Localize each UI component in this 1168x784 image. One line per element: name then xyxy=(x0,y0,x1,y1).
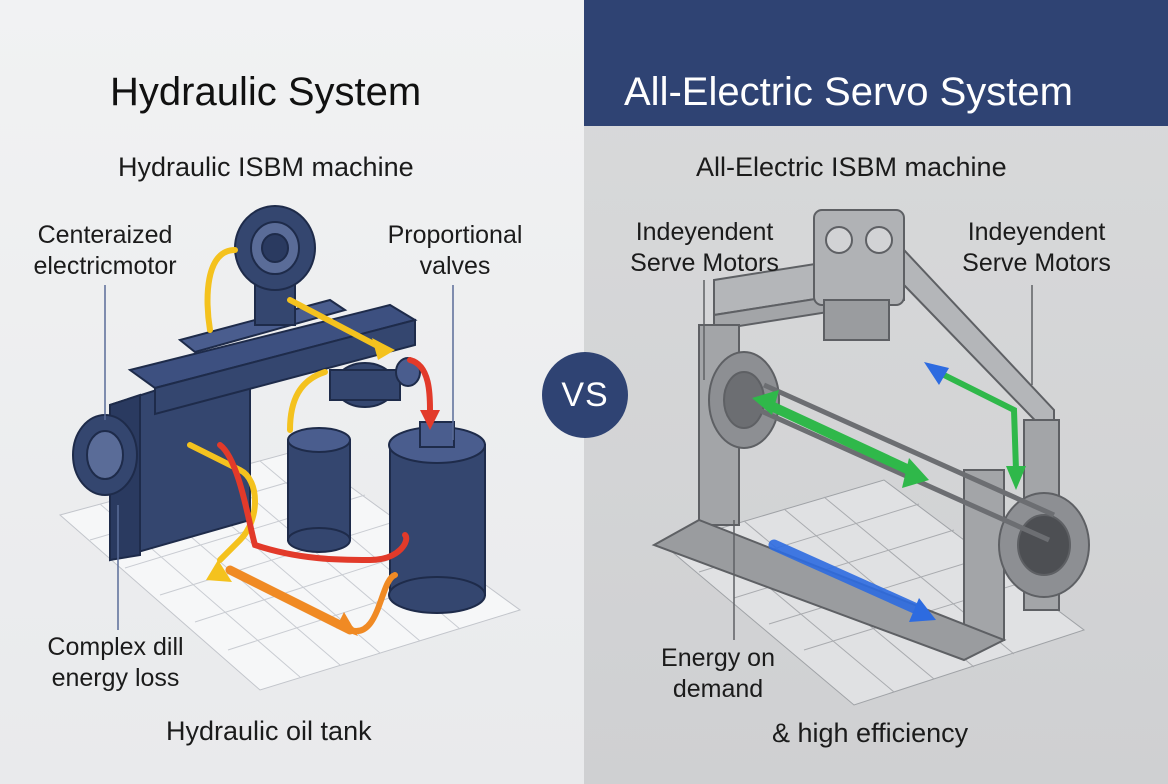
loss-label-line-2: energy loss xyxy=(51,664,180,692)
ball-screws xyxy=(757,382,1056,543)
servo-left-line-2: Serve Motors xyxy=(630,249,779,277)
valves-label-line-2: valves xyxy=(419,252,491,280)
servo-right-line-1: Indeyendent xyxy=(967,218,1106,246)
hydraulic-flow-arrows xyxy=(187,247,433,635)
servo-machine-frame xyxy=(651,209,1090,662)
energy-loss-label: Complex dill energy loss xyxy=(38,632,193,694)
motor-label: Centeraized electricmotor xyxy=(30,220,180,282)
loss-label-line-1: Complex dill xyxy=(47,633,184,661)
vs-badge: VS xyxy=(542,352,628,438)
hydraulic-tanks xyxy=(287,421,486,614)
leader-lines xyxy=(703,280,1033,640)
hydraulic-title: Hydraulic System xyxy=(110,70,422,114)
servo-motors-right-label: Indeyendent Serve Motors xyxy=(954,217,1119,279)
electric-machine-illustration xyxy=(651,209,1090,706)
servo-left-line-1: Indeyendent xyxy=(635,218,774,246)
valves-label: Proportional valves xyxy=(375,220,535,282)
servo-motors-left-label: Indeyendent Serve Motors xyxy=(622,217,787,279)
servo-arrow-heads xyxy=(752,362,1026,622)
oil-tank-label: Hydraulic oil tank xyxy=(166,716,372,746)
high-efficiency-label: & high efficiency xyxy=(772,718,969,748)
electric-title-bar: All-Electric Servo System xyxy=(584,0,1168,126)
motor-label-line-1: Centeraized xyxy=(37,221,173,249)
arrow-heads xyxy=(206,338,440,636)
hydraulic-subtitle: Hydraulic ISBM machine xyxy=(118,152,414,182)
servo-motion-arrows xyxy=(764,372,1019,616)
electric-subtitle: All-Electric ISBM machine xyxy=(696,152,1007,182)
proportional-valve-block xyxy=(329,357,421,408)
leader-lines xyxy=(104,285,454,630)
electric-panel: All-Electric Servo System All-Electric I… xyxy=(584,0,1168,784)
energy-on-demand-label: Energy on demand xyxy=(648,643,788,705)
energy-label-line-1: Energy on xyxy=(661,644,775,672)
servo-right-line-2: Serve Motors xyxy=(962,249,1111,277)
hydraulic-panel: Hydraulic System Hydraulic ISBM machine xyxy=(0,0,584,784)
energy-label-line-2: demand xyxy=(672,675,764,703)
valves-label-line-1: Proportional xyxy=(387,221,523,249)
motor-label-line-2: electricmotor xyxy=(33,252,177,280)
electric-title: All-Electric Servo System xyxy=(624,70,1073,114)
hydraulic-machine-illustration xyxy=(58,205,522,691)
